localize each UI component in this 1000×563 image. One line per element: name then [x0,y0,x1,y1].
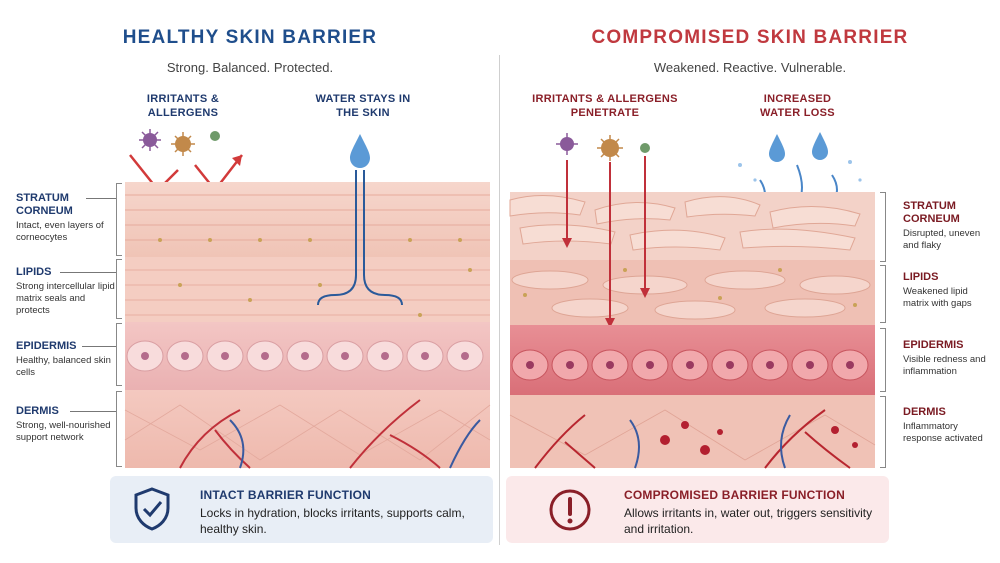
layer-name: STRATUM CORNEUM [16,192,116,218]
leader-line [60,272,116,273]
compromised-layer-dermis: DERMIS Inflammatory response activated [903,406,995,445]
healthy-irritants-label: IRRITANTS & ALLERGENS [138,92,228,120]
layer-name: STRATUM CORNEUM [903,200,995,226]
compromised-box-title: COMPROMISED BARRIER FUNCTION [624,488,884,502]
layer-desc: Visible redness and inflammation [903,354,995,378]
warning-circle-icon [548,488,592,532]
layer-bracket [116,183,122,256]
virus-purple-icon [139,129,161,151]
layer-name: DERMIS [903,406,995,419]
healthy-skin-illustration [120,120,495,470]
layer-desc: Inflammatory response activated [903,421,995,445]
virus-purple-icon [556,133,578,155]
layer-desc: Intact, even layers of corneocytes [16,220,116,244]
healthy-summary-box: INTACT BARRIER FUNCTION Locks in hydrati… [110,476,493,543]
compromised-box-desc: Allows irritants in, water out, triggers… [624,505,884,537]
healthy-title: HEALTHY SKIN BARRIER [60,27,440,49]
compromised-summary-box: COMPROMISED BARRIER FUNCTION Allows irri… [506,476,889,543]
healthy-subtitle: Strong. Balanced. Protected. [60,60,440,75]
leader-line [86,198,116,199]
compromised-subtitle: Weakened. Reactive. Vulnerable. [560,60,940,75]
leader-line [82,346,116,347]
healthy-water-label: WATER STAYS IN THE SKIN [308,92,418,120]
leader-line [70,411,116,412]
compromised-layer-epidermis: EPIDERMIS Visible redness and inflammati… [903,339,995,378]
water-drop-icon [769,132,828,162]
center-divider [499,55,500,545]
layer-bracket [116,391,122,467]
compromised-water-label: INCREASED WATER LOSS [745,92,850,120]
compromised-skin-illustration [505,120,880,470]
healthy-layer-lipids: LIPIDS Strong intercellular lipid matrix… [16,266,116,317]
layer-bracket [116,259,122,319]
virus-orange-icon [597,135,623,161]
virus-green-icon [640,143,650,153]
layer-bracket [880,328,886,392]
virus-green-icon [210,131,220,141]
layer-name: EPIDERMIS [903,339,995,352]
compromised-title: COMPROMISED SKIN BARRIER [560,27,940,49]
compromised-irritants-label: IRRITANTS & ALLERGENS PENETRATE [530,92,680,120]
water-drop-icon [350,134,370,168]
layer-desc: Strong, well-nourished support network [16,420,116,444]
compromised-layer-stratum-corneum: STRATUM CORNEUM Disrupted, uneven and fl… [903,200,995,252]
healthy-layer-stratum-corneum: STRATUM CORNEUM Intact, even layers of c… [16,192,116,244]
layer-desc: Disrupted, uneven and flaky [903,228,995,252]
layer-bracket [880,265,886,323]
shield-check-icon [132,486,172,532]
compromised-layer-lipids: LIPIDS Weakened lipid matrix with gaps [903,271,995,310]
healthy-box-desc: Locks in hydration, blocks irritants, su… [200,505,480,537]
layer-desc: Weakened lipid matrix with gaps [903,286,995,310]
healthy-box-title: INTACT BARRIER FUNCTION [200,488,480,502]
layer-bracket [880,396,886,468]
layer-desc: Strong intercellular lipid matrix seals … [16,281,116,317]
layer-name: LIPIDS [903,271,995,284]
layer-bracket [116,323,122,386]
layer-desc: Healthy, balanced skin cells [16,355,116,379]
virus-orange-icon [171,132,195,156]
layer-bracket [880,192,886,262]
